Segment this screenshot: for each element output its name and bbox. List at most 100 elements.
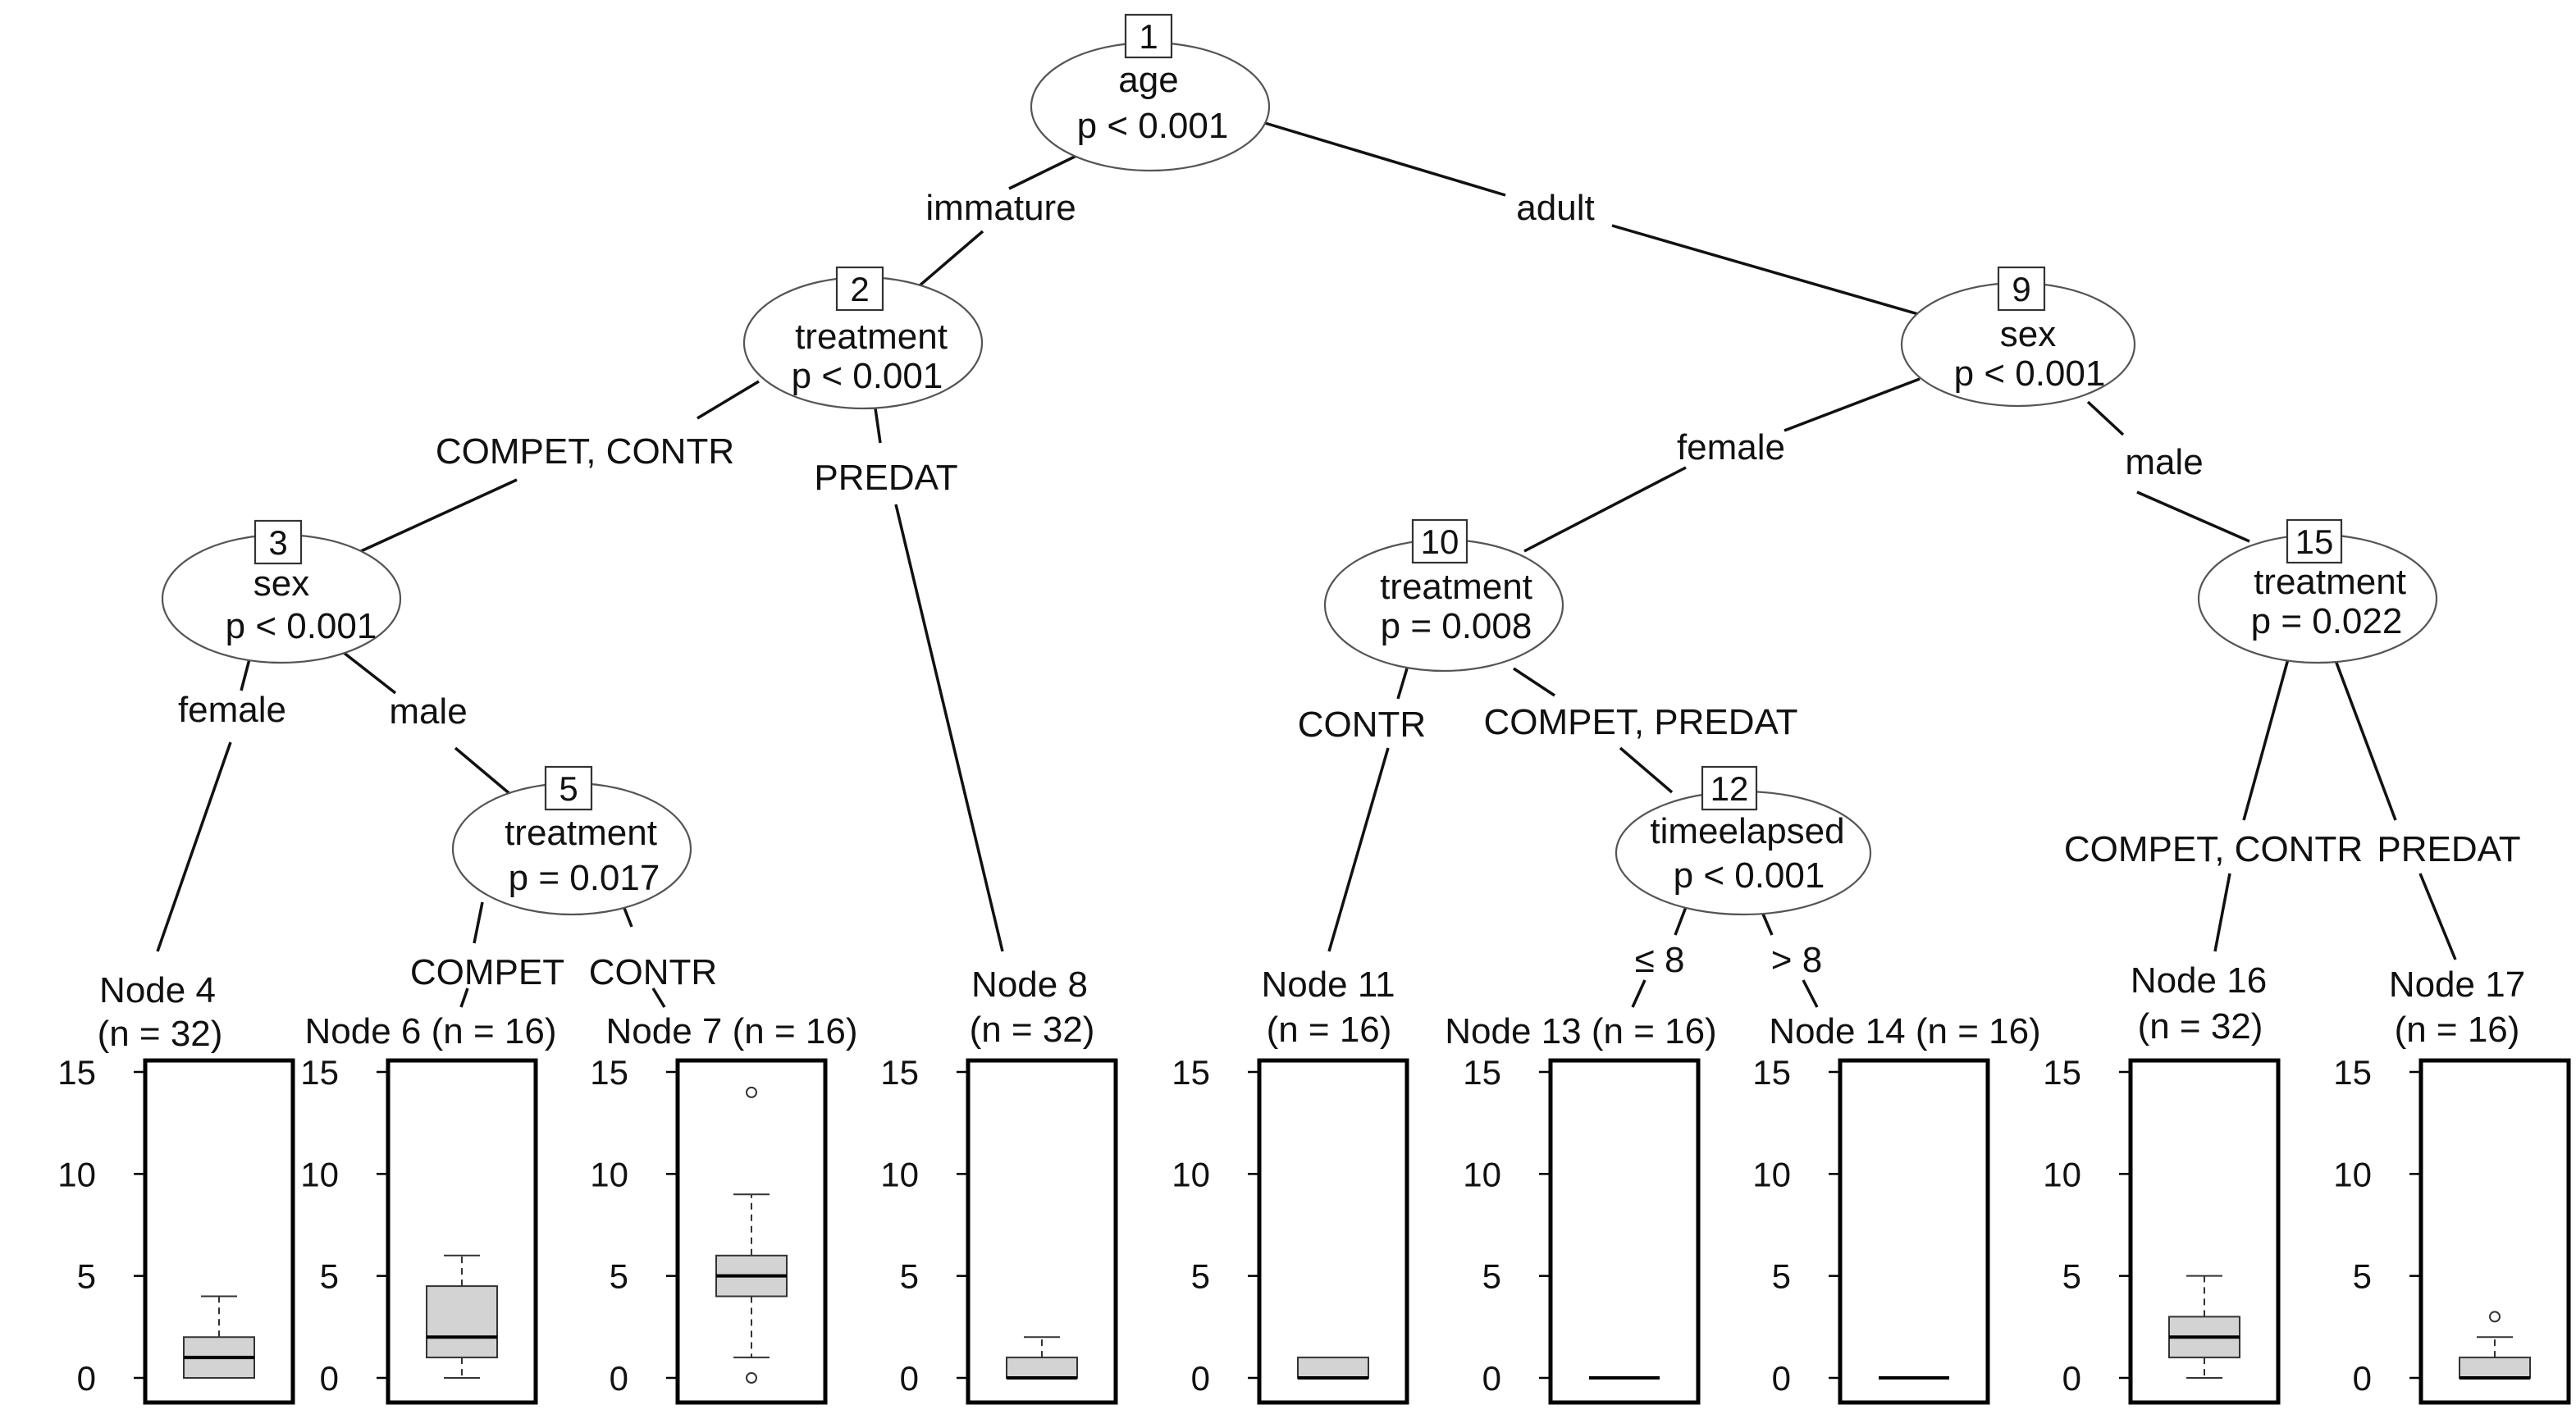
terminal-title-4: Node 4 xyxy=(99,970,216,1010)
y-tick-label: 15 xyxy=(300,1053,339,1092)
edge-9-15 xyxy=(2086,400,2125,436)
y-tick-label: 15 xyxy=(2333,1053,2372,1092)
y-tick-label: 0 xyxy=(900,1359,919,1398)
y-tick-label: 0 xyxy=(320,1359,339,1398)
y-tick-label: 10 xyxy=(300,1155,339,1193)
node-id-box xyxy=(1701,765,1758,811)
panel-frame xyxy=(1548,1058,1701,1405)
y-tick-label: 5 xyxy=(2353,1257,2372,1296)
edge-label-10-11: CONTR xyxy=(1298,705,1426,745)
node-id-box xyxy=(835,266,884,312)
y-tick-label: 0 xyxy=(1482,1359,1501,1398)
edge-5-6 xyxy=(473,901,484,944)
node-variable: age xyxy=(1118,60,1178,100)
edge-3-4-lower xyxy=(156,741,232,952)
y-tick-label: 10 xyxy=(1172,1155,1210,1193)
panel-frame xyxy=(1257,1058,1409,1405)
inner-node-3: 3 sex p < 0.001 xyxy=(161,519,402,664)
edge-3-5-lower xyxy=(454,746,514,797)
node-id-box xyxy=(253,519,303,565)
outlier-point xyxy=(746,1086,757,1098)
node-pvalue: p = 0.022 xyxy=(2251,601,2403,641)
y-tick-label: 5 xyxy=(77,1257,96,1296)
node-pvalue: p < 0.001 xyxy=(226,606,377,646)
edge-label-12-13: ≤ 8 xyxy=(1635,940,1685,980)
edge-2-3 xyxy=(697,380,760,420)
y-tick-label: 0 xyxy=(1191,1359,1210,1398)
panel-frame xyxy=(2128,1058,2281,1405)
edge-1-2-lower xyxy=(911,230,984,293)
terminal-title-16: Node 16 xyxy=(2131,960,2267,1001)
y-tick-label: 0 xyxy=(2353,1359,2372,1398)
y-tick-label: 5 xyxy=(1191,1257,1210,1296)
y-tick-label: 0 xyxy=(1772,1359,1791,1398)
edge-12-14-lower xyxy=(1802,979,1819,1008)
node-variable: treatment xyxy=(795,317,948,357)
box-iqr xyxy=(1297,1357,1369,1379)
terminal-n-8: (n = 32) xyxy=(970,1010,1095,1050)
node-id: 2 xyxy=(850,270,869,308)
y-tick-label: 15 xyxy=(880,1053,919,1092)
terminal-panel-8: 0 5 10 15 xyxy=(880,1053,1118,1405)
node-variable: treatment xyxy=(505,813,657,853)
node-id: 1 xyxy=(1139,17,1158,56)
node-id: 3 xyxy=(268,523,287,562)
edge-label-2-3: COMPET, CONTR xyxy=(436,431,734,472)
inner-node-9: 9 sex p < 0.001 xyxy=(1900,266,2136,408)
node-variable: treatment xyxy=(1380,567,1532,607)
y-tick-label: 10 xyxy=(2333,1155,2372,1193)
edge-label-1-9: adult xyxy=(1516,188,1594,228)
edge-label-1-2: immature xyxy=(925,188,1076,228)
y-tick-label: 5 xyxy=(320,1257,339,1296)
terminal-title-7: Node 7 (n = 16) xyxy=(606,1011,858,1051)
edge-9-10-lower xyxy=(1523,466,1687,553)
node-pvalue: p = 0.017 xyxy=(509,858,660,898)
y-tick-label: 15 xyxy=(57,1053,96,1092)
y-tick-label: 10 xyxy=(880,1155,919,1193)
y-tick-label: 10 xyxy=(57,1155,96,1193)
terminal-n-4: (n = 32) xyxy=(98,1014,223,1054)
edge-label-9-15: male xyxy=(2125,442,2203,482)
node-pvalue: p < 0.001 xyxy=(1954,353,2106,394)
node-id-box xyxy=(1124,13,1173,59)
terminal-panel-6: 0 5 10 15 xyxy=(300,1053,538,1405)
edge-1-9 xyxy=(1264,121,1506,197)
y-tick-label: 15 xyxy=(590,1053,628,1092)
y-tick-label: 10 xyxy=(1463,1155,1501,1193)
node-id: 10 xyxy=(1421,522,1459,561)
edge-10-11 xyxy=(1396,668,1409,700)
edge-label-15-16: COMPET, CONTR xyxy=(2064,829,2363,869)
y-tick-label: 5 xyxy=(2062,1257,2081,1296)
edge-9-15-lower xyxy=(2136,490,2250,543)
inner-node-12: 12 timeelapsed p < 0.001 xyxy=(1615,765,1872,916)
inner-node-10: 10 treatment p = 0.008 xyxy=(1323,518,1564,673)
edge-labels: immature adult COMPET, CONTR PREDAT fema… xyxy=(178,188,2521,992)
edge-3-4 xyxy=(240,655,252,691)
y-tick-label: 0 xyxy=(2062,1359,2081,1398)
edge-15-16-lower xyxy=(2213,873,2231,952)
edge-12-13-lower xyxy=(1631,979,1647,1008)
edge-label-3-5: male xyxy=(389,691,467,732)
y-tick-label: 5 xyxy=(900,1257,919,1296)
y-tick-label: 15 xyxy=(1463,1053,1501,1092)
edge-10-12-lower xyxy=(1619,746,1674,794)
edge-10-12 xyxy=(1513,667,1555,697)
edge-label-15-17: PREDAT xyxy=(2377,829,2520,869)
node-id: 12 xyxy=(1710,769,1749,808)
edge-label-5-6: COMPET xyxy=(410,952,564,992)
node-variable: timeelapsed xyxy=(1650,811,1844,851)
y-tick-label: 15 xyxy=(1752,1053,1791,1092)
outlier-point xyxy=(2489,1311,2501,1323)
terminal-title-17: Node 17 xyxy=(2389,965,2525,1005)
edge-10-11-lower xyxy=(1327,747,1390,952)
edge-15-16 xyxy=(2242,655,2291,821)
y-tick-label: 10 xyxy=(2043,1155,2081,1193)
terminal-boxplots: 0510150510150510150510150510150510150510… xyxy=(57,1053,2571,1405)
edge-label-5-7: CONTR xyxy=(589,952,717,992)
panel-frame xyxy=(1838,1058,1990,1405)
edge-15-17 xyxy=(2332,655,2397,821)
